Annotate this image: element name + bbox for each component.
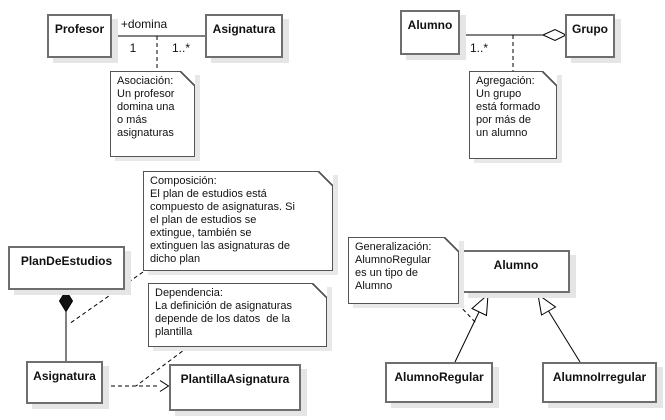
note-generalizacion: Generalización: AlumnoRegular es un tipo… [348,237,459,304]
note-fold-corner-icon [180,71,195,86]
note-text: Dependencia: La definición de asignatura… [155,287,292,338]
note-text: Composición: El plan de estudios está co… [150,175,295,265]
note-composicion: Composición: El plan de estudios está co… [143,171,333,271]
note-fold-corner-icon [312,283,327,298]
note-agregacion: Agregación: Un grupo está formado por má… [469,71,557,159]
generalization-line-alumnoirregular [548,310,581,363]
note-anchor-dependencia [135,346,189,387]
class-grupo: Grupo [565,14,615,58]
aggregation-diamond-icon [541,28,568,42]
note-fold-corner-icon [318,171,333,186]
label-multiplicity-profesor: 1 [129,41,137,55]
generalization-triangle-left-icon [471,293,489,317]
generalization-triangle-right-icon [537,293,557,316]
composition-diamond-icon [58,289,74,313]
note-text: Generalización: AlumnoRegular es un tipo… [355,241,432,292]
note-fold-corner-icon [542,71,557,86]
class-plantillaasignatura: PlantillaAsignatura [169,364,301,411]
class-alumno-top: Alumno [400,10,460,55]
note-anchor-composicion [68,271,144,325]
note-fold-corner-icon [444,237,459,252]
note-anchor-generalizacion [457,303,478,325]
label-association-name: +domina [120,17,168,31]
note-text: Agregación: Un grupo está formado por má… [476,75,541,139]
class-profesor: Profesor [47,14,112,58]
note-text: Asociación: Un profesor domina una o más… [117,75,175,139]
generalization-line-alumnoregular [454,311,480,363]
note-asociacion: Asociación: Un profesor domina una o más… [110,71,195,157]
class-alumnoregular: AlumnoRegular [385,362,493,403]
class-plandeestudios: PlanDeEstudios [8,246,125,290]
class-alumnoirregular: AlumnoIrregular [542,362,657,403]
dependency-arrowhead-icon [159,380,170,392]
note-dependencia: Dependencia: La definición de asignatura… [148,283,327,347]
class-asignatura-bottom: Asignatura [26,361,103,404]
class-asignatura-top: Asignatura [205,14,283,58]
class-alumno-bottom: Alumno [462,250,570,293]
label-multiplicity-asignatura: 1..* [172,41,191,55]
label-multiplicity-alumno: 1..* [470,41,489,55]
